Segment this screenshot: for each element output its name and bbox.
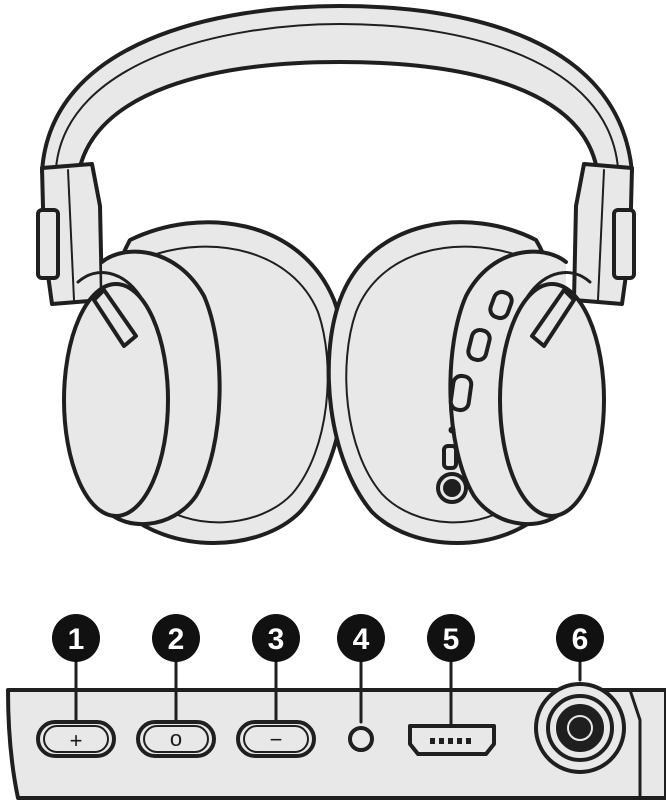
power-icon: o — [170, 726, 182, 751]
callout-1: 1 — [52, 614, 100, 662]
control-panel: + o − — [6, 654, 666, 800]
callout-5: 5 — [427, 614, 475, 662]
svg-text:3: 3 — [268, 623, 285, 656]
right-hinge — [572, 162, 636, 306]
right-earcup — [326, 220, 606, 545]
callout-4: 4 — [337, 614, 385, 662]
svg-text:1: 1 — [68, 623, 85, 656]
svg-text:4: 4 — [353, 623, 370, 656]
usb-port-icon — [408, 724, 496, 756]
callout-2: 2 — [152, 614, 200, 662]
svg-text:6: 6 — [572, 623, 589, 656]
headphones-illustration — [36, 4, 636, 545]
minus-icon: − — [270, 727, 283, 752]
power-button[interactable] — [136, 720, 216, 758]
led-dot-icon — [348, 726, 374, 752]
svg-text:2: 2 — [168, 623, 185, 656]
left-hinge — [36, 162, 104, 306]
callout-6: 6 — [556, 614, 604, 662]
svg-text:5: 5 — [443, 623, 460, 656]
minus-button[interactable] — [236, 720, 316, 758]
plus-icon: + — [70, 728, 83, 753]
left-earcup — [62, 220, 348, 545]
plus-button[interactable] — [36, 720, 116, 758]
callout-badges: 1 2 3 4 5 6 — [52, 614, 604, 662]
callout-3: 3 — [252, 614, 300, 662]
headband — [40, 4, 634, 178]
audio-jack-icon — [534, 682, 626, 774]
